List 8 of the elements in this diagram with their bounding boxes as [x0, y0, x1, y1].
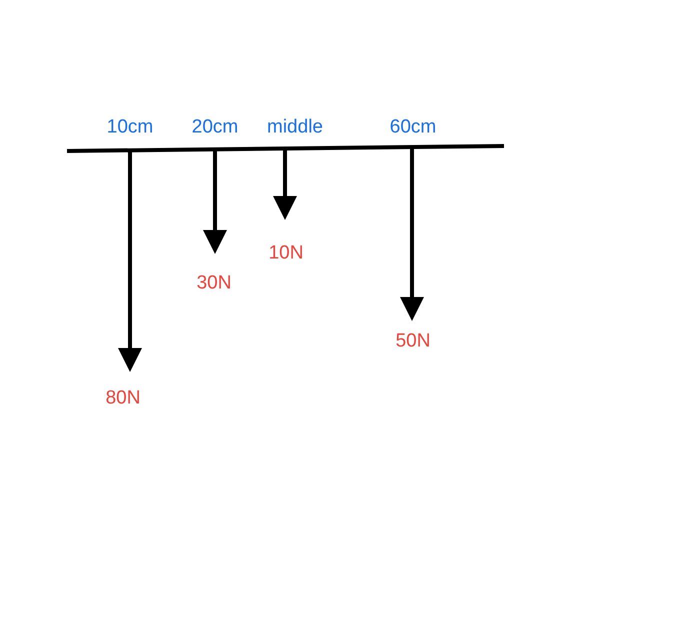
force-label: 50N: [396, 332, 430, 350]
position-label: 10cm: [106, 118, 154, 136]
force-label: 80N: [106, 388, 140, 408]
force-label: 30N: [196, 274, 232, 292]
force-label: 10N: [268, 244, 304, 262]
position-label: 20cm: [192, 118, 238, 136]
position-label: middle: [267, 118, 323, 136]
position-label: 60cm: [390, 118, 436, 136]
